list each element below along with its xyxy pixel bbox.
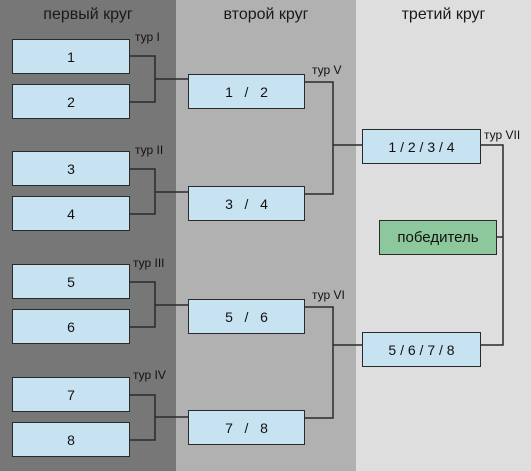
tour-label-1: тур I <box>135 30 160 44</box>
connector-tour-4 <box>130 394 190 441</box>
connector-tour-2 <box>130 168 190 215</box>
tour-label-4: тур IV <box>133 368 166 382</box>
semifinal-box-1-4: 1 / 2 / 3 / 4 <box>362 129 481 164</box>
team-box-2: 2 <box>12 84 130 119</box>
match-box-1-2: 1 / 2 <box>188 74 305 109</box>
semifinal-box-5-8: 5 / 6 / 7 / 8 <box>362 332 481 367</box>
connector-tour-6 <box>305 306 364 419</box>
match-box-7-8: 7 / 8 <box>188 410 305 445</box>
tour-label-7: тур VII <box>484 128 521 142</box>
column-title-round-3: третий круг <box>401 6 486 23</box>
column-title-round-2: второй круг <box>223 6 309 23</box>
tour-label-3: тур III <box>133 256 165 270</box>
team-box-8: 8 <box>12 422 130 457</box>
winner-box: победитель <box>379 220 497 255</box>
tour-label-6: тур VI <box>312 288 345 302</box>
tour-label-5: тур V <box>312 63 342 77</box>
tour-label-2: тур II <box>135 143 164 157</box>
team-box-6: 6 <box>12 309 130 344</box>
connector-tour-1 <box>130 55 190 103</box>
team-box-3: 3 <box>12 151 130 186</box>
match-box-3-4: 3 / 4 <box>188 186 305 221</box>
connector-tour-5 <box>305 81 364 195</box>
match-box-5-6: 5 / 6 <box>188 299 305 334</box>
connector-tour-3 <box>130 281 190 328</box>
team-box-5: 5 <box>12 264 130 299</box>
team-box-7: 7 <box>12 377 130 412</box>
team-box-4: 4 <box>12 196 130 231</box>
column-title-round-1: первый круг <box>43 6 133 23</box>
team-box-1: 1 <box>12 39 130 74</box>
